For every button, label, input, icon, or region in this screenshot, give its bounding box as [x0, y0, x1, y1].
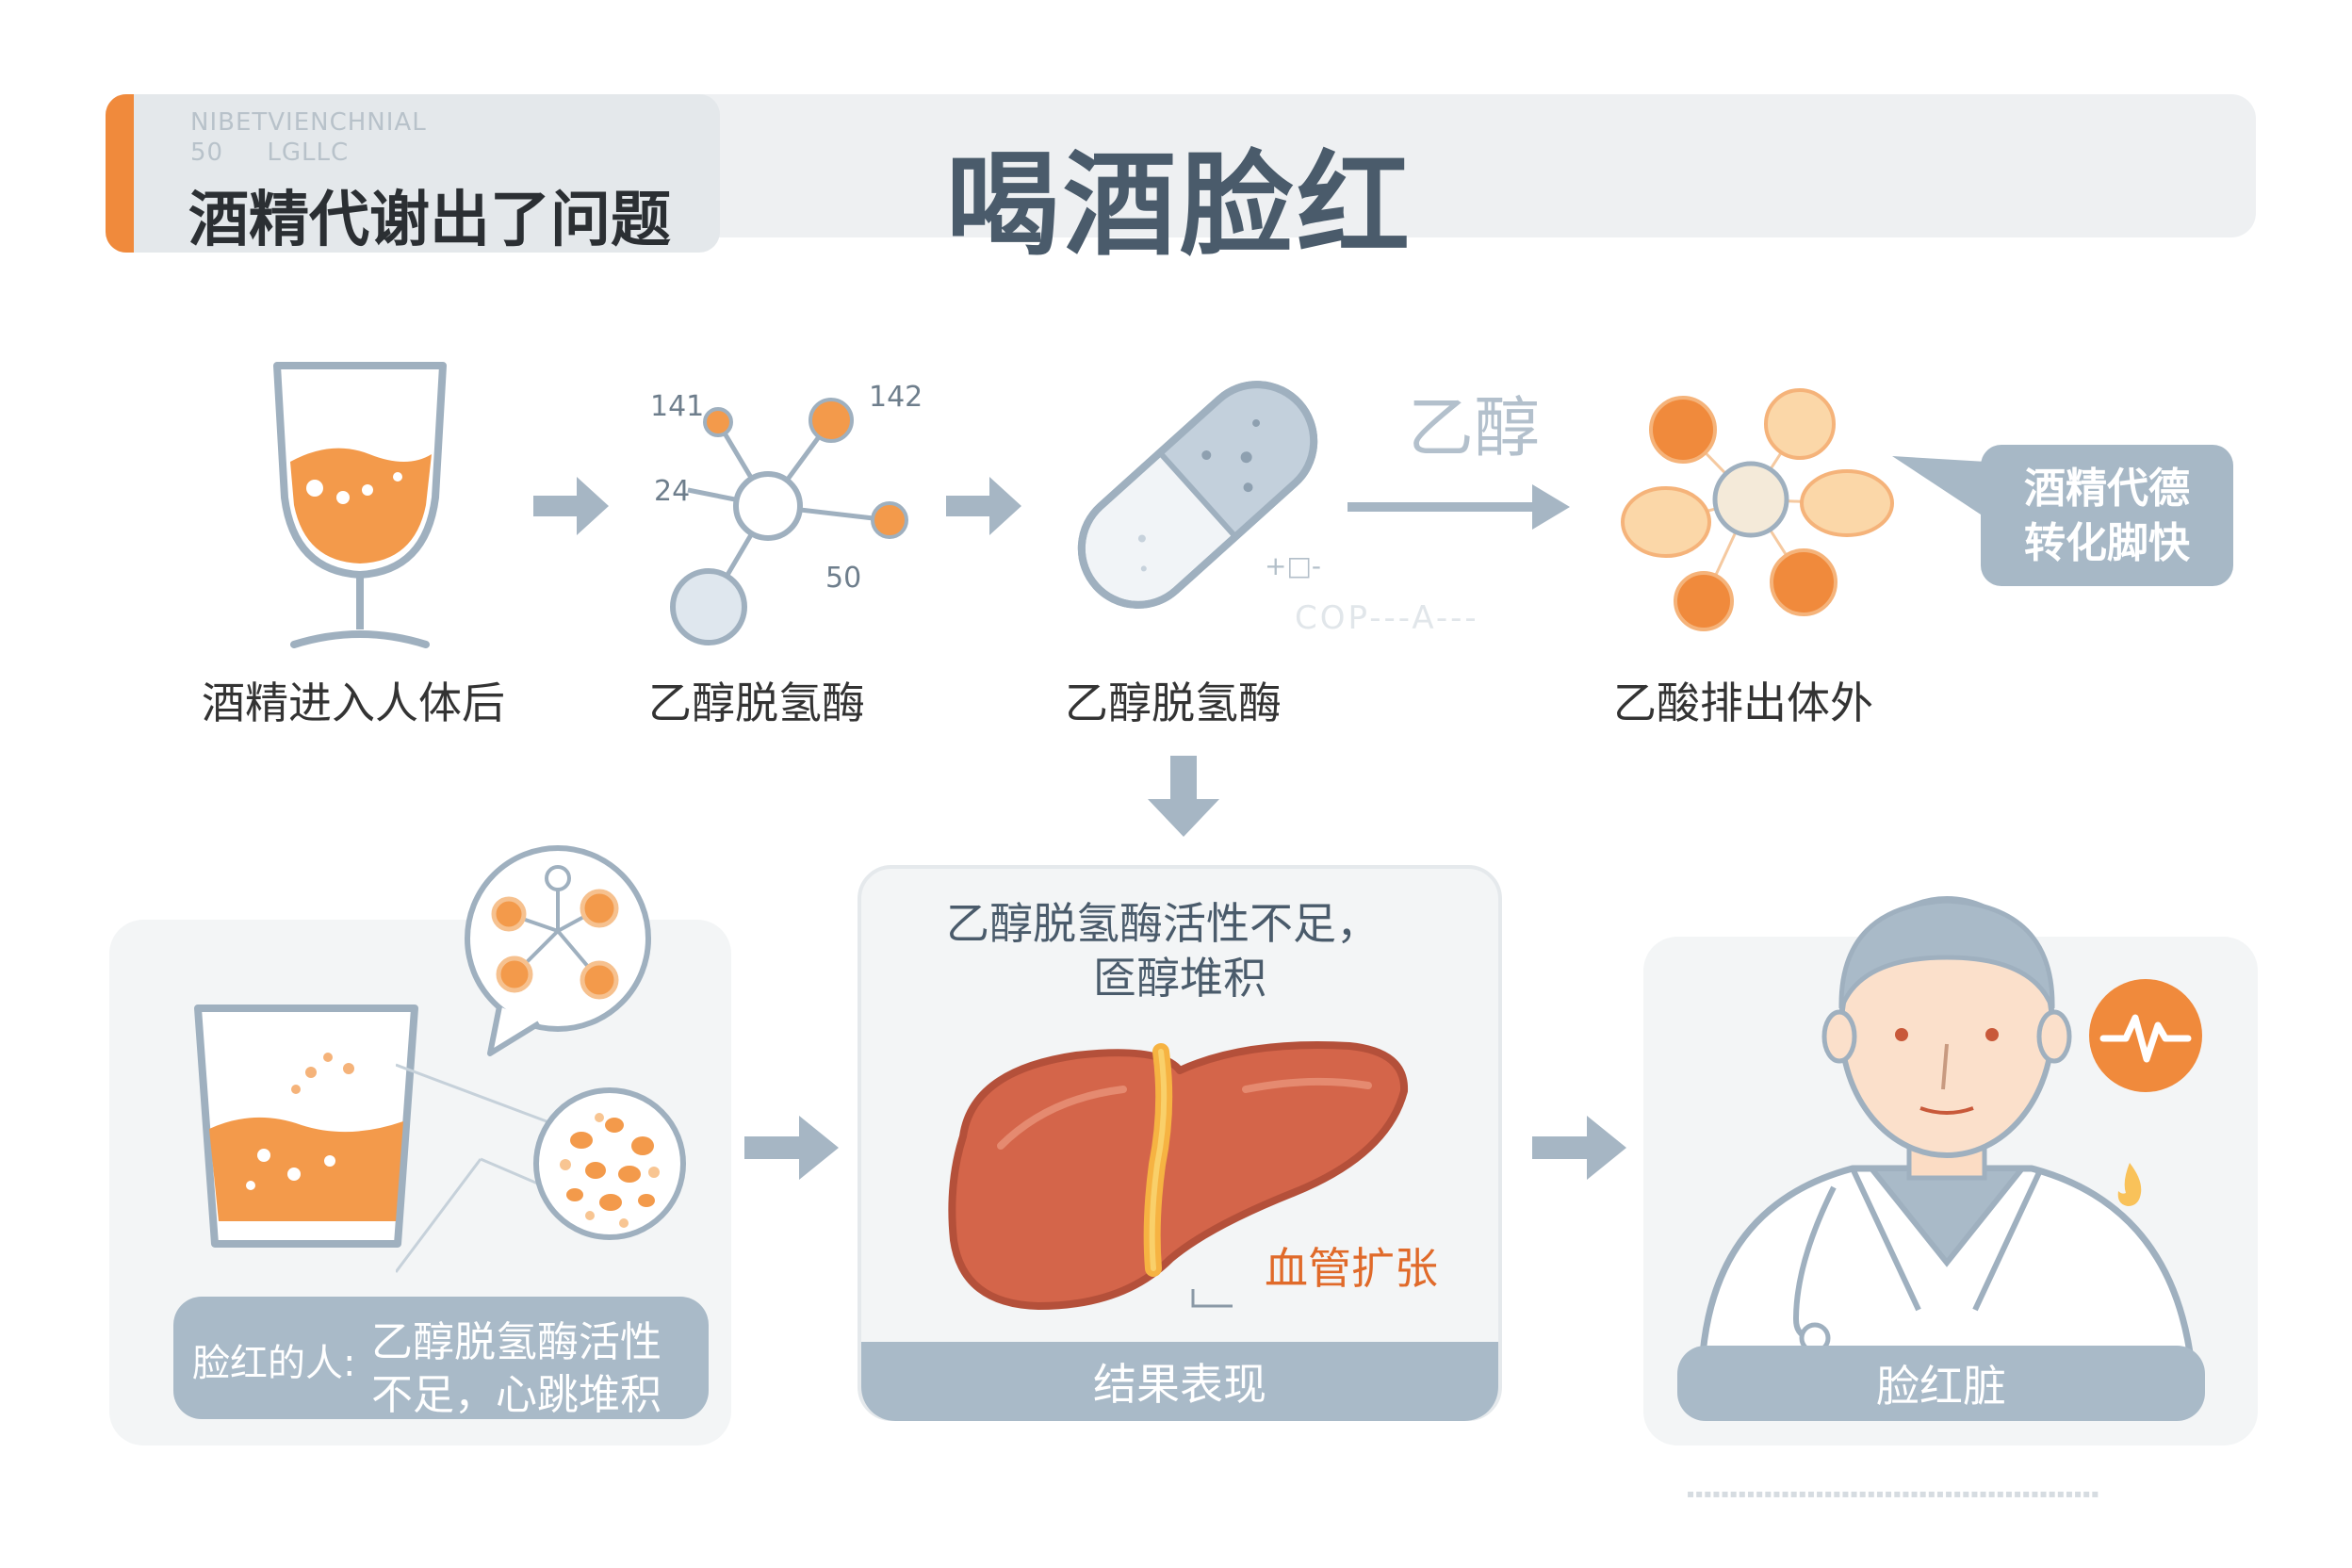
liver-icon: [948, 1041, 1409, 1310]
step-label-3: 乙醇脱氢酶: [1065, 678, 1282, 728]
long-arrow-right-icon: [1348, 484, 1570, 530]
callout-line-2: 转化脚快: [2024, 519, 2190, 567]
arrow-right-icon: [946, 477, 1021, 535]
left-panel-prefix: 脸红的人:: [192, 1342, 356, 1385]
molecule-tag-2: 142: [869, 381, 923, 414]
right-panel-pill: 脸红脏: [1677, 1346, 2205, 1421]
molecule-bubble-icon: [465, 845, 651, 1056]
step-label-1: 酒精进入人体后: [202, 678, 505, 728]
footer-noise: ▪▪▪▪▪▪▪▪▪▪▪▪▪▪▪▪▪▪▪▪▪▪▪▪▪▪▪▪▪▪▪▪▪▪▪▪▪▪▪▪…: [1687, 1487, 2100, 1500]
liver-annotation: 血管扩张: [1265, 1243, 1438, 1294]
juice-glass-icon: [194, 1004, 418, 1248]
bracket-mark: [1191, 1289, 1233, 1308]
callout-tail: [1892, 456, 1986, 518]
header-noise: NIBETVIENCHNIAL 50 LGLLC: [190, 107, 427, 168]
pointer-lines: [396, 1063, 547, 1273]
doctor-avatar-icon: [1698, 896, 2196, 1366]
subtitle-box: NIBETVIENCHNIAL 50 LGLLC 酒精代谢出了问题: [106, 94, 720, 253]
capsule-noise-2: COP---A---: [1295, 599, 1479, 637]
capsule-noise-1: +□-: [1265, 550, 1322, 581]
noise-text-3: LGLLC: [267, 139, 350, 167]
callout-bubble: 酒精代德 转化脚快: [1981, 445, 2233, 586]
noise-text-2: 50: [190, 139, 224, 167]
step-label-4: 乙酸排出体外: [1613, 678, 1873, 728]
arrow-right-icon: [744, 1116, 839, 1180]
left-panel-line-2: 不足，心跳堆积: [371, 1371, 662, 1419]
molecule-icon: [670, 398, 908, 645]
arrow-down-icon: [1148, 756, 1219, 837]
molecule-tag-3: 24: [654, 475, 691, 508]
arrow-right-icon: [1532, 1116, 1626, 1180]
arrow-label: 乙醇: [1408, 389, 1540, 466]
center-heading-line-2: 匼醇堆积: [1093, 953, 1266, 1004]
arrow-right-icon: [533, 477, 609, 535]
left-panel-line-1: 乙醇脱氢酶活性: [371, 1318, 662, 1366]
step-label-2: 乙醇脱氢酶: [648, 678, 865, 728]
flame-icon: [2117, 1163, 2142, 1206]
callout-line-1: 酒精代德: [2024, 465, 2190, 513]
cells-circle-icon: [533, 1087, 686, 1240]
molecule-tag-1: 141: [650, 390, 705, 423]
wine-glass-icon: [273, 362, 447, 648]
noise-text-1: NIBETVIENCHNIAL: [190, 108, 427, 137]
accent-bar: [106, 94, 134, 253]
center-heading-line-1: 乙醇脱氢酶活性不足，: [946, 898, 1380, 949]
center-panel-pill: 结果表现: [861, 1342, 1498, 1421]
heartbeat-icon: [2089, 979, 2202, 1092]
left-panel-label: 脸红的人: 乙醇脱氢酶活性 不足，心跳堆积: [173, 1297, 709, 1419]
molecule-tag-4: 50: [825, 562, 862, 595]
particles-icon: [1621, 388, 1894, 631]
capsule-icon: [1077, 381, 1318, 609]
page-title: 喝酒脸红: [946, 140, 1413, 271]
subtitle: 酒精代谢出了问题: [188, 186, 671, 253]
